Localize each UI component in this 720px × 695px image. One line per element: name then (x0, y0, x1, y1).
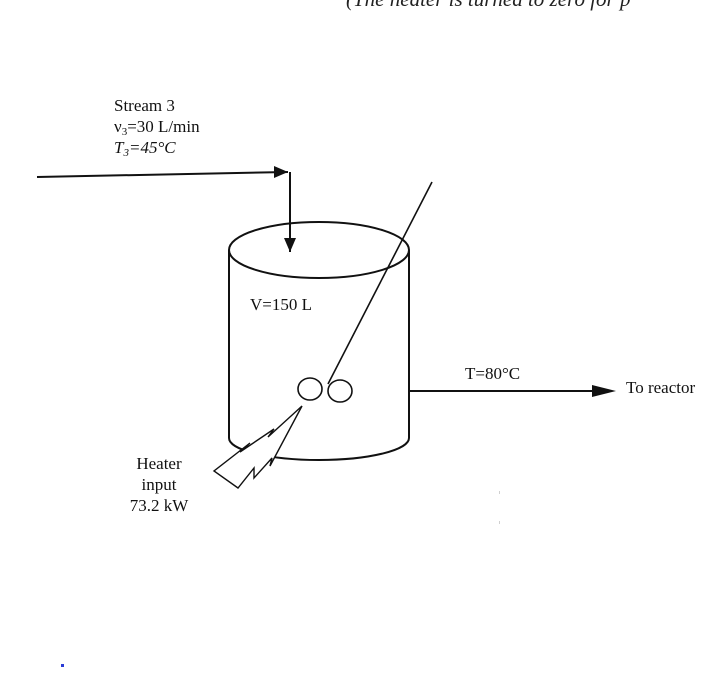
heater-line-3: 73.2 kW (129, 496, 189, 515)
outlet-destination-label: To reactor (626, 378, 696, 397)
heater-input-label: Heater input 73.2 kW (104, 453, 214, 516)
stream-flow-rate: ν3=30 L/min (114, 117, 200, 138)
problem-caption: (The heater is turned to zero for p (346, 0, 630, 12)
stray-dot-mark (61, 664, 64, 667)
mixing-tank (228, 221, 410, 461)
heater-line-1: Heater (136, 454, 182, 473)
outlet-stream-arrow (409, 385, 616, 397)
heater-line-2: input (141, 475, 177, 494)
heater-lightning-icon (212, 405, 303, 489)
stream-name: Stream 3 (114, 96, 175, 115)
inlet-stream-label: Stream 3 ν3=30 L/min T3=45°C (114, 95, 200, 159)
outlet-temperature-label: T=80°C (465, 364, 521, 383)
faint-mark (499, 491, 500, 494)
stirrer (297, 181, 433, 403)
faint-mark (499, 521, 500, 524)
inlet-stream-arrow (36, 166, 296, 252)
tank-volume-label: V=150 L (250, 295, 312, 314)
stream-temperature: T3=45°C (114, 138, 176, 159)
